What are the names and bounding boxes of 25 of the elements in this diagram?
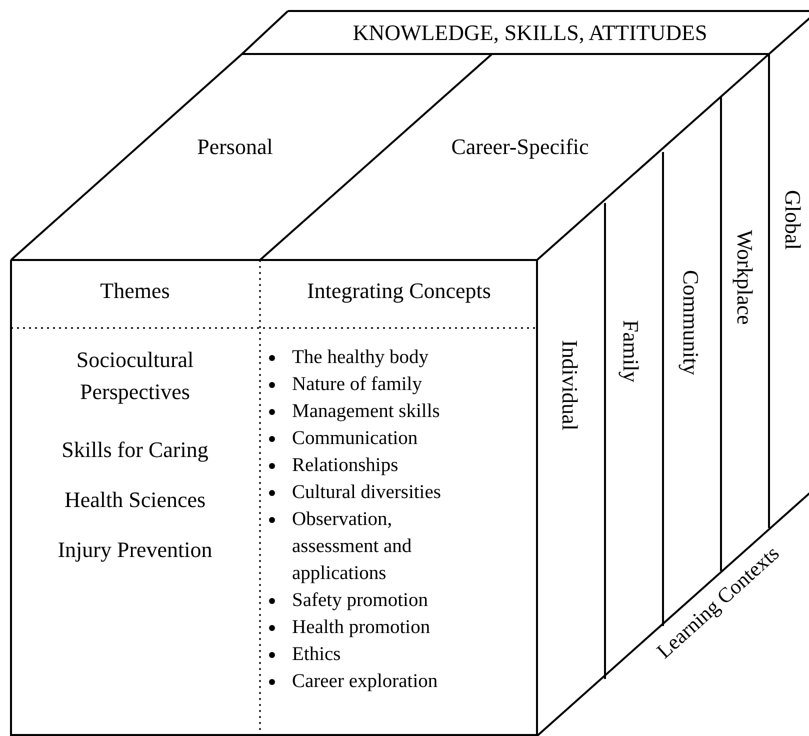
bullet-text: Observation, assessment and applications (292, 508, 413, 586)
heading-text: KNOWLEDGE, SKILLS, ATTITUDES (352, 20, 708, 46)
bullet-text: Management skills (292, 400, 441, 424)
context-label: Global (780, 190, 806, 250)
theme-text: Skills for Caring (60, 436, 210, 464)
bullet-text: Health promotion (292, 616, 432, 640)
bullet-text: Career exploration (292, 670, 439, 694)
bullet-text: Communication (292, 427, 419, 451)
context-label: Individual (557, 340, 582, 430)
context-label: Community (678, 270, 704, 376)
context-label: Workplace (732, 230, 758, 325)
theme-text: Sociocultural Perspectives (75, 346, 195, 406)
face-label: Personal (196, 134, 274, 160)
column-heading: Integrating Concepts (306, 278, 492, 304)
face-label: Career-Specific (450, 134, 590, 160)
bullet-text: Cultural diversities (292, 481, 442, 505)
bullet-text: Relationships (292, 454, 400, 478)
bullet-text: Ethics (292, 643, 342, 667)
context-label: Family (618, 320, 644, 382)
column-heading: Themes (99, 278, 171, 304)
bullet-text: Safety promotion (292, 589, 429, 613)
bullet-text: Nature of family (292, 373, 423, 397)
bullet-text: The healthy body (292, 346, 430, 370)
theme-text: Injury Prevention (56, 536, 214, 564)
theme-text: Health Sciences (63, 486, 207, 514)
